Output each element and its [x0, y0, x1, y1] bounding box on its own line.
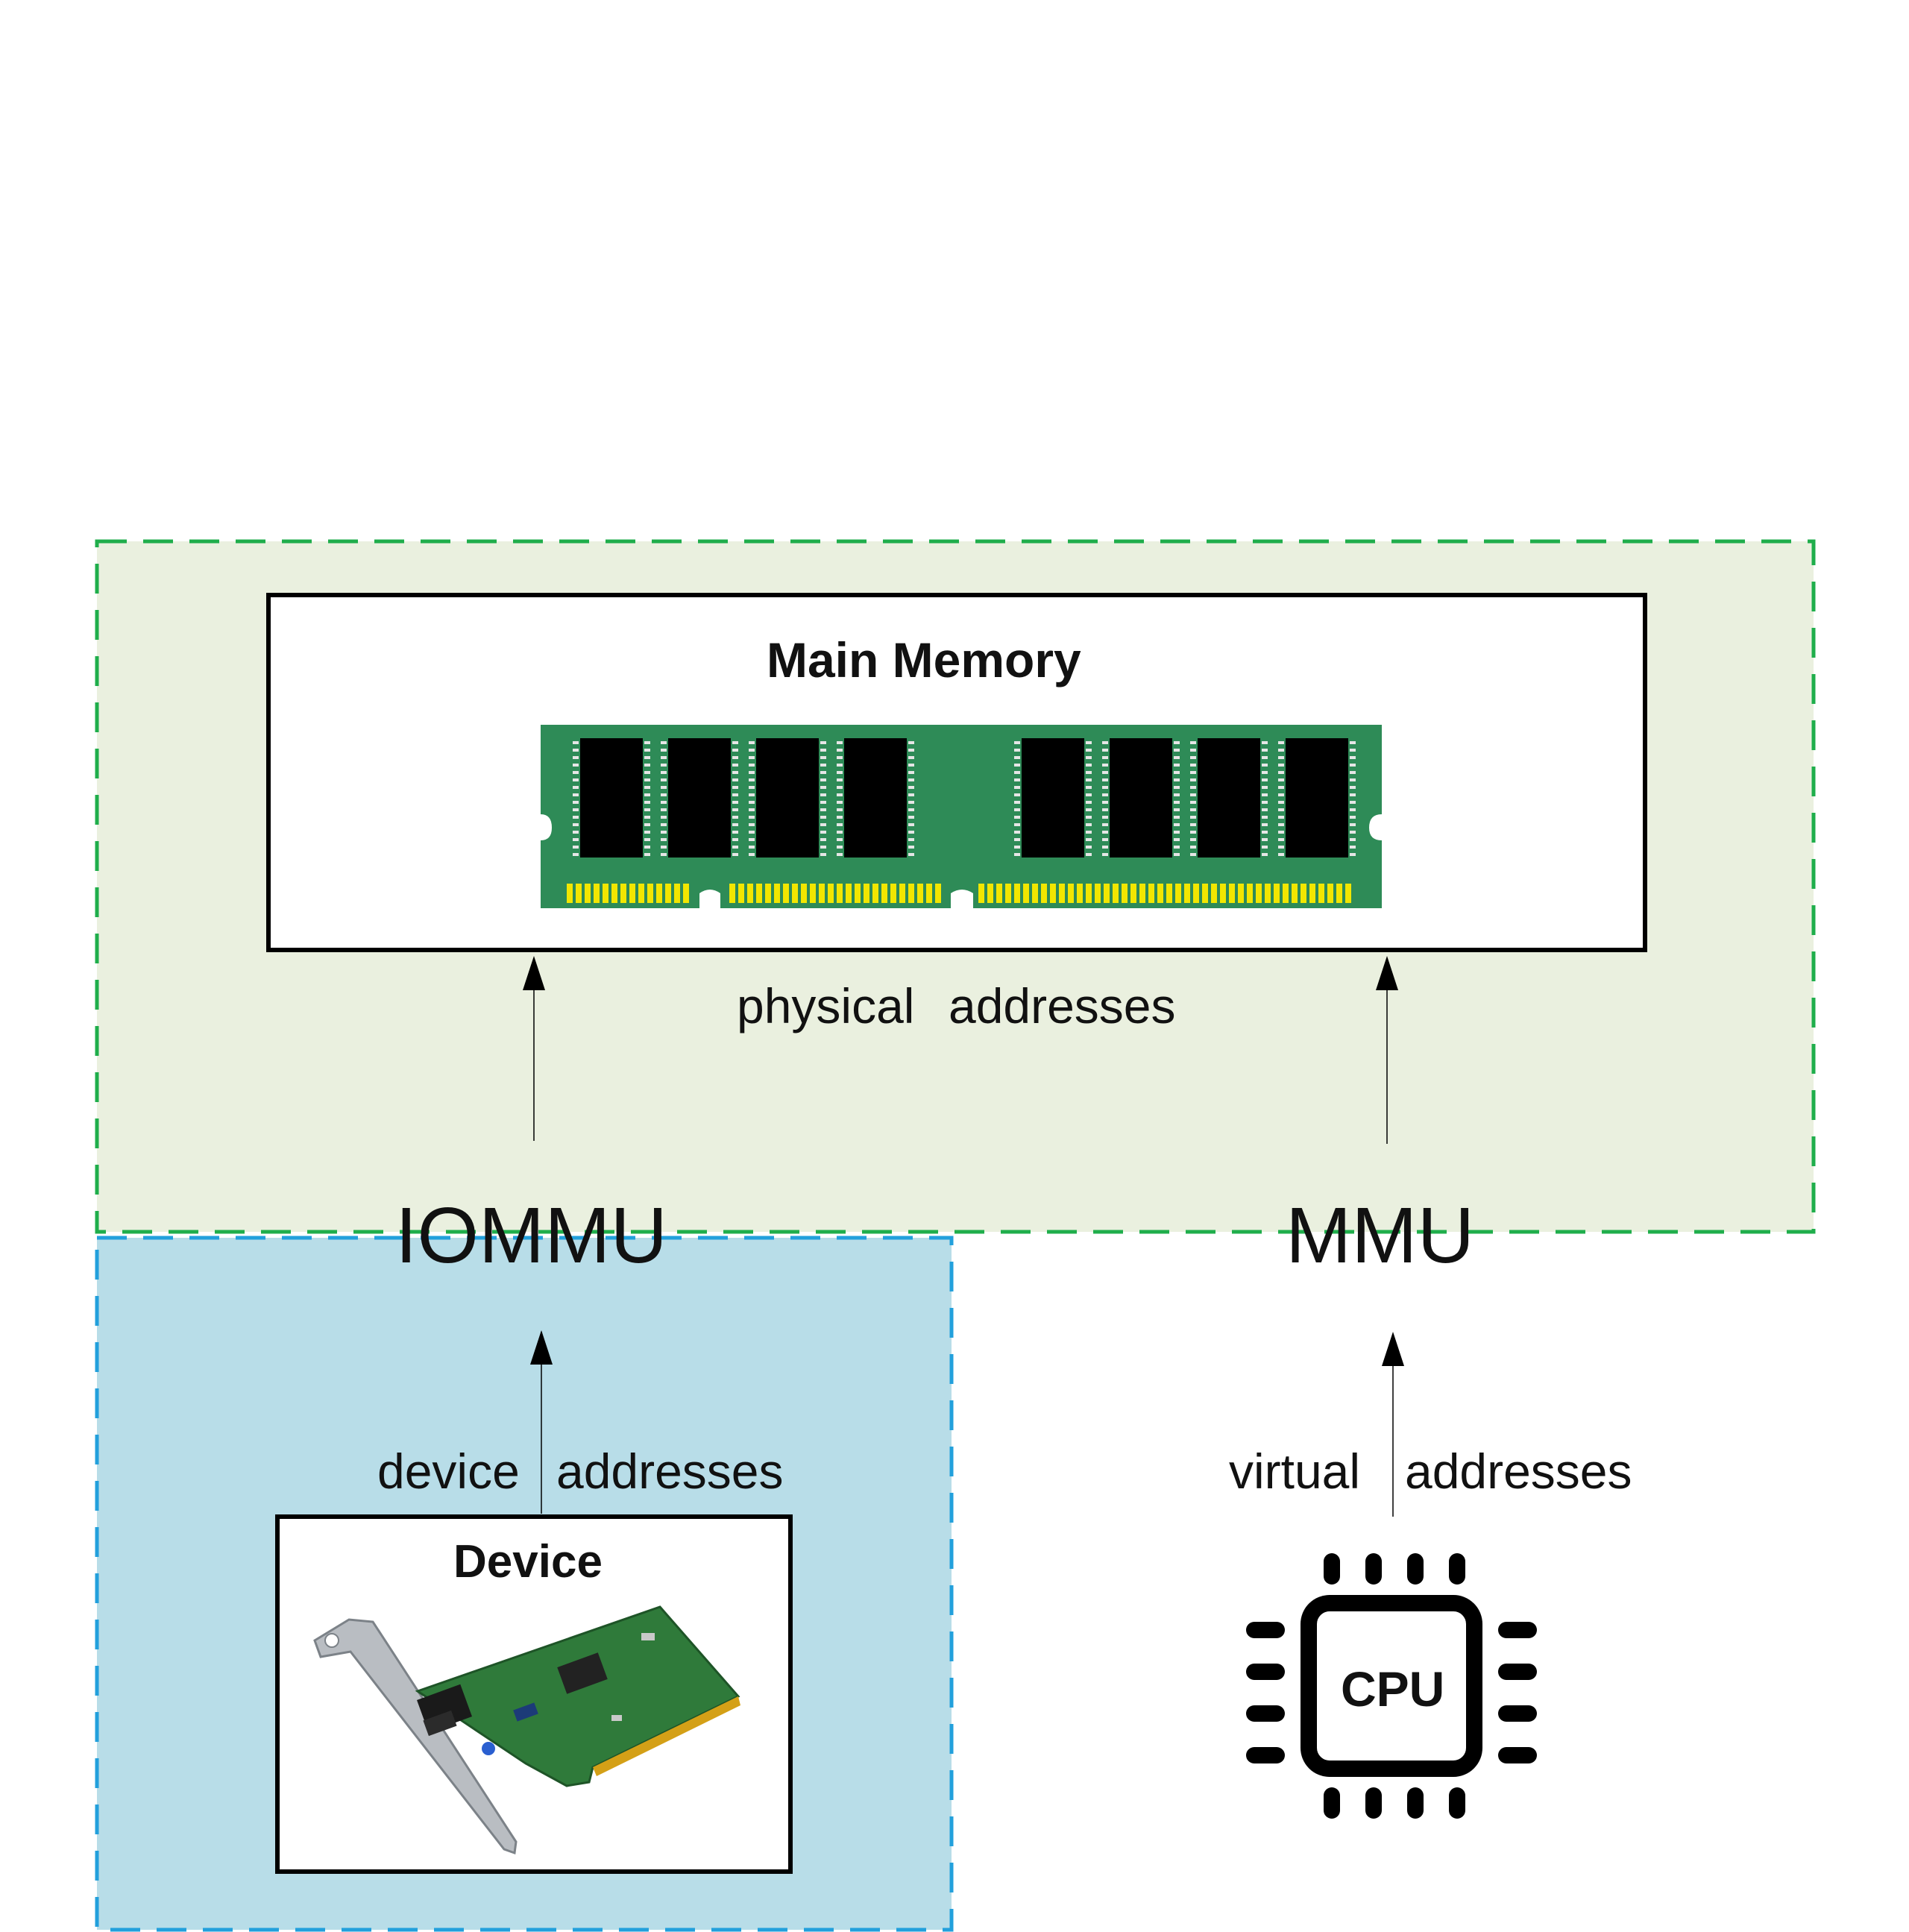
- arrow-mmu-to-memory: [1376, 956, 1398, 1144]
- device-addresses-label-right: addresses: [556, 1444, 784, 1499]
- virtual-addresses-label-right: addresses: [1405, 1444, 1632, 1499]
- ram-chip: [668, 738, 731, 858]
- ram-chip: [1110, 738, 1172, 858]
- cpu-chip-icon: [1246, 1553, 1537, 1819]
- ram-chip: [1286, 738, 1348, 858]
- ram-module-icon: [541, 725, 1382, 908]
- ram-chip: [580, 738, 643, 858]
- device-addresses-label-left: device: [377, 1444, 520, 1499]
- virtual-addresses-label-left: virtual: [1229, 1444, 1361, 1499]
- cpu-label: CPU: [1341, 1661, 1445, 1717]
- arrow-cpu-to-mmu: [1382, 1332, 1404, 1517]
- device-title: Device: [453, 1536, 603, 1588]
- ram-chip: [1022, 738, 1084, 858]
- iommu-label: IOMMU: [395, 1192, 668, 1280]
- network-card-icon: [313, 1605, 740, 1855]
- ram-chip: [844, 738, 907, 858]
- arrow-iommu-to-memory: [523, 956, 545, 1141]
- physical-addresses-label-left: physical: [737, 978, 915, 1033]
- physical-addresses-label-right: addresses: [949, 978, 1176, 1033]
- arrow-device-to-iommu: [530, 1330, 553, 1514]
- main-memory-title: Main Memory: [767, 632, 1081, 687]
- ram-chip: [1198, 738, 1260, 858]
- mmu-label: MMU: [1286, 1192, 1475, 1280]
- ram-chip: [756, 738, 819, 858]
